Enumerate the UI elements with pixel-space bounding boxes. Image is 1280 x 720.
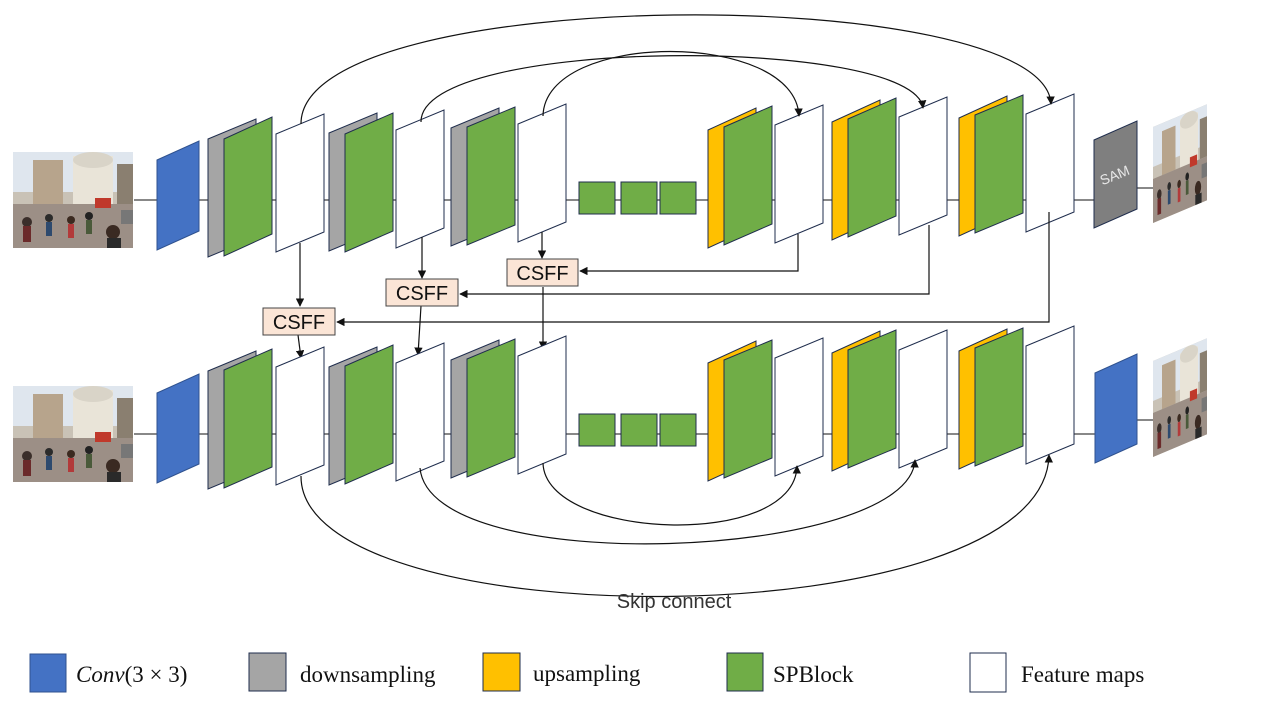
csff-label: CSFF: [396, 283, 448, 305]
spblock: [620, 413, 658, 447]
csff-connections: CSFF CSFF CSFF: [262, 212, 1050, 359]
csff-block: CSFF: [506, 258, 579, 287]
spblock: [344, 344, 394, 485]
legend-item-feature-maps: Feature maps: [969, 652, 1144, 693]
legend-label-upsampling: upsampling: [533, 661, 641, 686]
spblock: [344, 112, 394, 253]
downsampling-swatch: [248, 652, 287, 692]
spblock: [974, 327, 1024, 467]
feature-map: [275, 113, 325, 253]
csff-block: CSFF: [385, 278, 459, 307]
legend: Conv(3 × 3) downsampling upsampling SPBl…: [29, 652, 1144, 693]
spblock: [466, 106, 516, 246]
input-image-top: [13, 152, 133, 248]
conv-block: [1094, 353, 1138, 464]
spblock-swatch: [726, 652, 764, 692]
legend-item-upsampling: upsampling: [482, 652, 641, 692]
spblock: [659, 181, 697, 215]
spblock: [223, 348, 273, 489]
feature-map: [774, 337, 824, 477]
sam-block: SAM: [1093, 120, 1138, 229]
feature-map: [517, 103, 567, 243]
spblock: [723, 339, 773, 479]
feature-map: [774, 104, 824, 244]
csff-label: CSFF: [273, 312, 325, 334]
feature-map: [275, 346, 325, 486]
spblock: [466, 338, 516, 478]
input-image-bottom: [13, 386, 133, 482]
feature-maps-swatch: [969, 652, 1007, 693]
spblock: [620, 181, 658, 215]
conv-block: [156, 373, 200, 484]
output-image-top: [1153, 104, 1207, 223]
spblock: [723, 105, 773, 246]
legend-label-downsampling: downsampling: [300, 662, 436, 687]
spblock: [974, 94, 1024, 234]
feature-map: [1025, 93, 1075, 233]
spblock: [578, 181, 616, 215]
spblock: [847, 329, 897, 469]
legend-item-spblock: SPBlock: [726, 652, 854, 692]
legend-label-spblock: SPBlock: [773, 662, 854, 687]
encoder-decoder-top: SAM: [13, 14, 1207, 258]
conv-swatch: [29, 653, 67, 693]
csff-block: CSFF: [262, 307, 336, 336]
encoder-decoder-bottom: [13, 325, 1207, 597]
feature-map: [517, 335, 567, 475]
feature-map: [395, 109, 445, 249]
legend-label-conv: Conv(3 × 3): [76, 662, 187, 687]
csff-label: CSFF: [516, 263, 568, 285]
legend-item-conv: Conv(3 × 3): [29, 653, 187, 693]
feature-map: [395, 342, 445, 482]
feature-map: [898, 96, 948, 236]
spblock: [223, 116, 273, 257]
legend-item-downsampling: downsampling: [248, 652, 436, 692]
spblock: [578, 413, 616, 447]
conv-block: [156, 140, 200, 251]
feature-map: [1025, 325, 1075, 465]
spblock: [847, 97, 897, 238]
feature-map: [898, 329, 948, 469]
legend-label-feature-maps: Feature maps: [1021, 662, 1144, 687]
output-image-bottom: [1153, 338, 1207, 457]
upsampling-swatch: [482, 652, 521, 692]
spblock: [659, 413, 697, 447]
skip-connect-label: Skip connect: [617, 591, 732, 613]
